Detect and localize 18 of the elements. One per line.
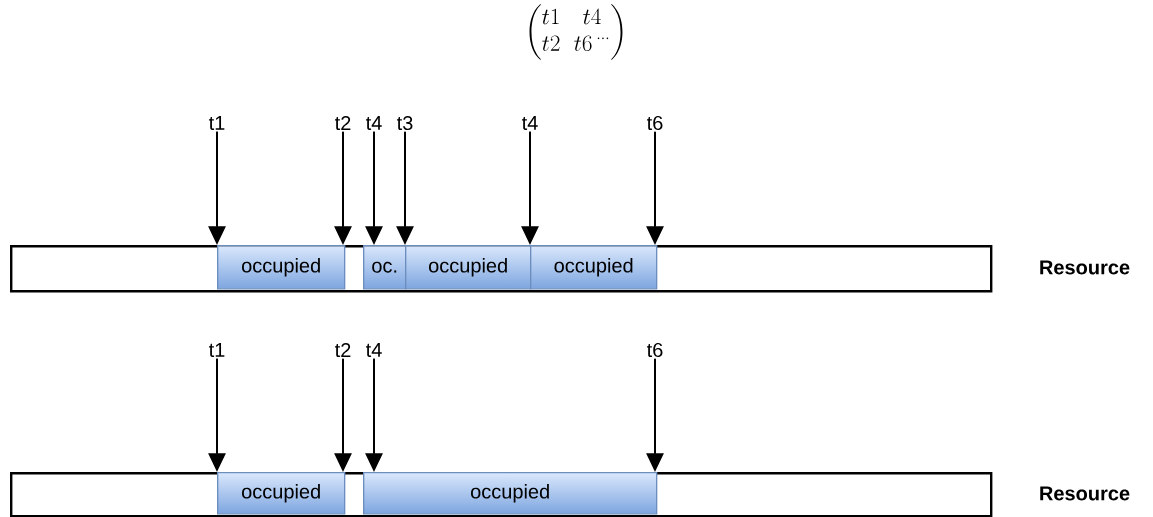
occupied-block: oc. xyxy=(363,245,407,290)
time-label: t3 xyxy=(396,115,413,131)
occupied-block: occupied xyxy=(530,245,658,290)
time-label: t4 xyxy=(365,343,382,357)
occupied-block: occupied xyxy=(217,245,346,290)
time-label: t6 xyxy=(646,342,663,358)
formula: $\begin{pmatrix} t1 & t4 \\ t2 & t6\,^{\cdots} \end{pmatrix}$ xyxy=(529,4,623,60)
time-label: t4 xyxy=(365,116,382,130)
time-label: t6 xyxy=(646,115,663,131)
time-label: t2 xyxy=(334,115,351,131)
occupied-block: occupied xyxy=(363,472,658,515)
time-label: t4 xyxy=(521,116,538,130)
resource-label: Resource xyxy=(1040,486,1130,501)
time-label: t1 xyxy=(208,343,225,357)
time-label: t2 xyxy=(334,342,351,358)
resource-label: Resource xyxy=(1040,260,1130,275)
time-label: t1 xyxy=(208,116,225,130)
occupied-block: occupied xyxy=(217,472,346,515)
